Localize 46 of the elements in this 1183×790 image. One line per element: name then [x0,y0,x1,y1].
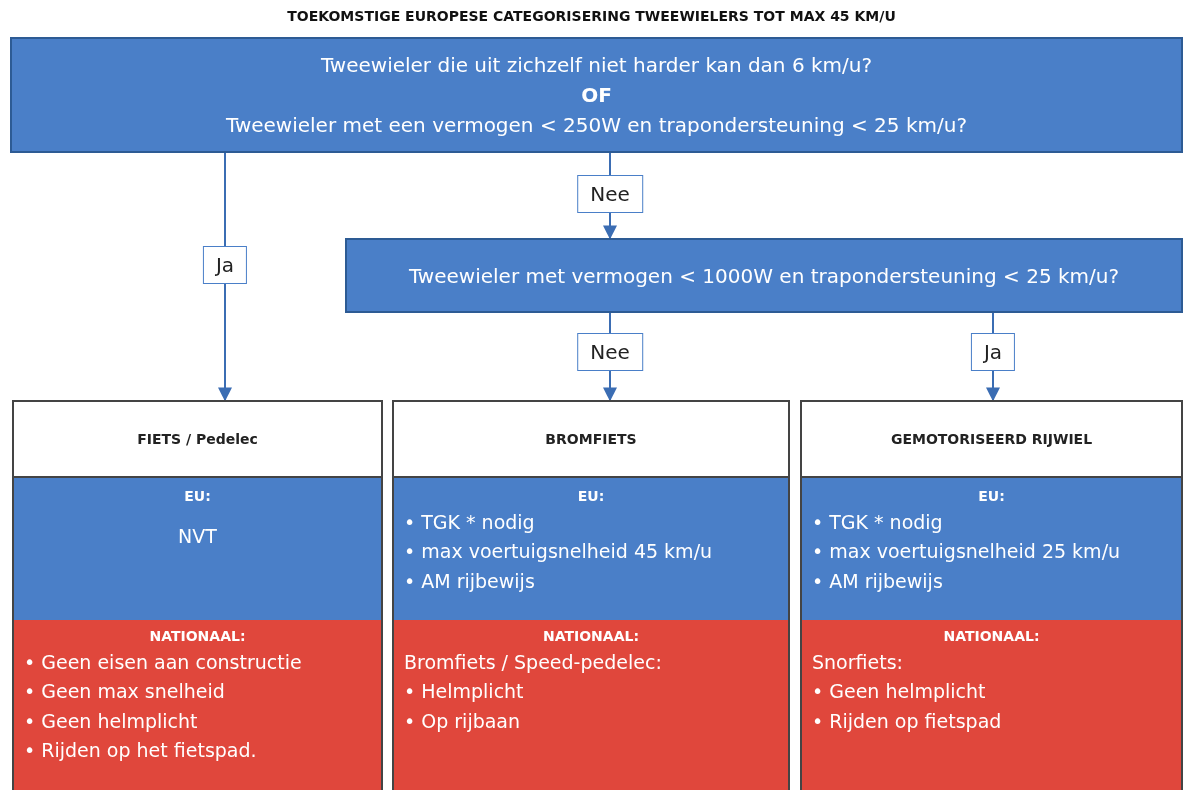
edge-label: Ja [970,333,1016,371]
eu-panel [800,478,1183,620]
requirement-text: • Geen max snelheid [24,679,226,705]
requirement-text: • Rijden op het fietspad. [24,738,258,763]
category-title: BROMFIETS [545,431,637,447]
decision-box [345,238,1183,313]
national-panel [12,620,383,790]
eu-panel [392,478,790,620]
requirement-text: • AM rijbewijs [404,568,536,594]
national-panel [392,620,790,790]
edge-label: Ja [202,246,248,284]
requirement-text: Bromfiets / Speed-pedelec: [404,649,663,675]
requirement-text: • Op rijbaan [404,708,522,734]
requirement-text: NVT [177,523,218,549]
national-panel [800,620,1183,790]
diagram-title: TOEKOMSTIGE EUROPESE CATEGORISERING TWEEWIELERS TOT MAX 45 KM/U [286,8,897,24]
connective-text: OF [581,82,612,109]
requirement-text: • max voertuigsnelheid 45 km/u [404,539,714,565]
section-heading: NATIONAAL: [148,627,247,646]
category-header [12,400,383,478]
question-text: Tweewieler met vermogen < 1000W en trapondersteuning < 25 km/u? [408,262,1120,290]
section-heading: NATIONAAL: [942,627,1041,646]
category-header [800,400,1183,478]
requirement-text: • Rijden op fietspad [812,708,1003,734]
requirement-text: • Geen helmplicht [812,679,987,705]
edge-label: Nee [577,175,643,213]
question-text: Tweewieler die uit zichzelf niet harder kan dan 6 km/u? [320,52,873,79]
section-heading: EU: [977,487,1006,506]
section-heading: NATIONAAL: [542,627,640,646]
edge-label: Nee [577,333,643,371]
section-heading: EU: [183,487,212,506]
category-header [392,400,790,478]
requirement-text: • AM rijbewijs [812,568,944,594]
section-heading: EU: [576,487,606,506]
category-title: FIETS / Pedelec [137,431,258,447]
requirement-text: • TGK * nodig [404,509,536,535]
question-text: Tweewieler met een vermogen < 250W en trapondersteuning < 25 km/u? [225,112,968,139]
requirement-text: • TGK * nodig [812,509,944,535]
category-title: GEMOTORISEERD RIJWIEL [890,431,1093,447]
requirement-text: • max voertuigsnelheid 25 km/u [812,539,1122,565]
decision-box [10,37,1183,153]
requirement-text: • Geen eisen aan constructie [24,649,303,675]
eu-panel [12,478,383,620]
requirement-text: Snorfiets: [812,649,904,675]
requirement-text: • Geen helmplicht [24,708,199,734]
requirement-text: • Helmplicht [404,679,525,705]
